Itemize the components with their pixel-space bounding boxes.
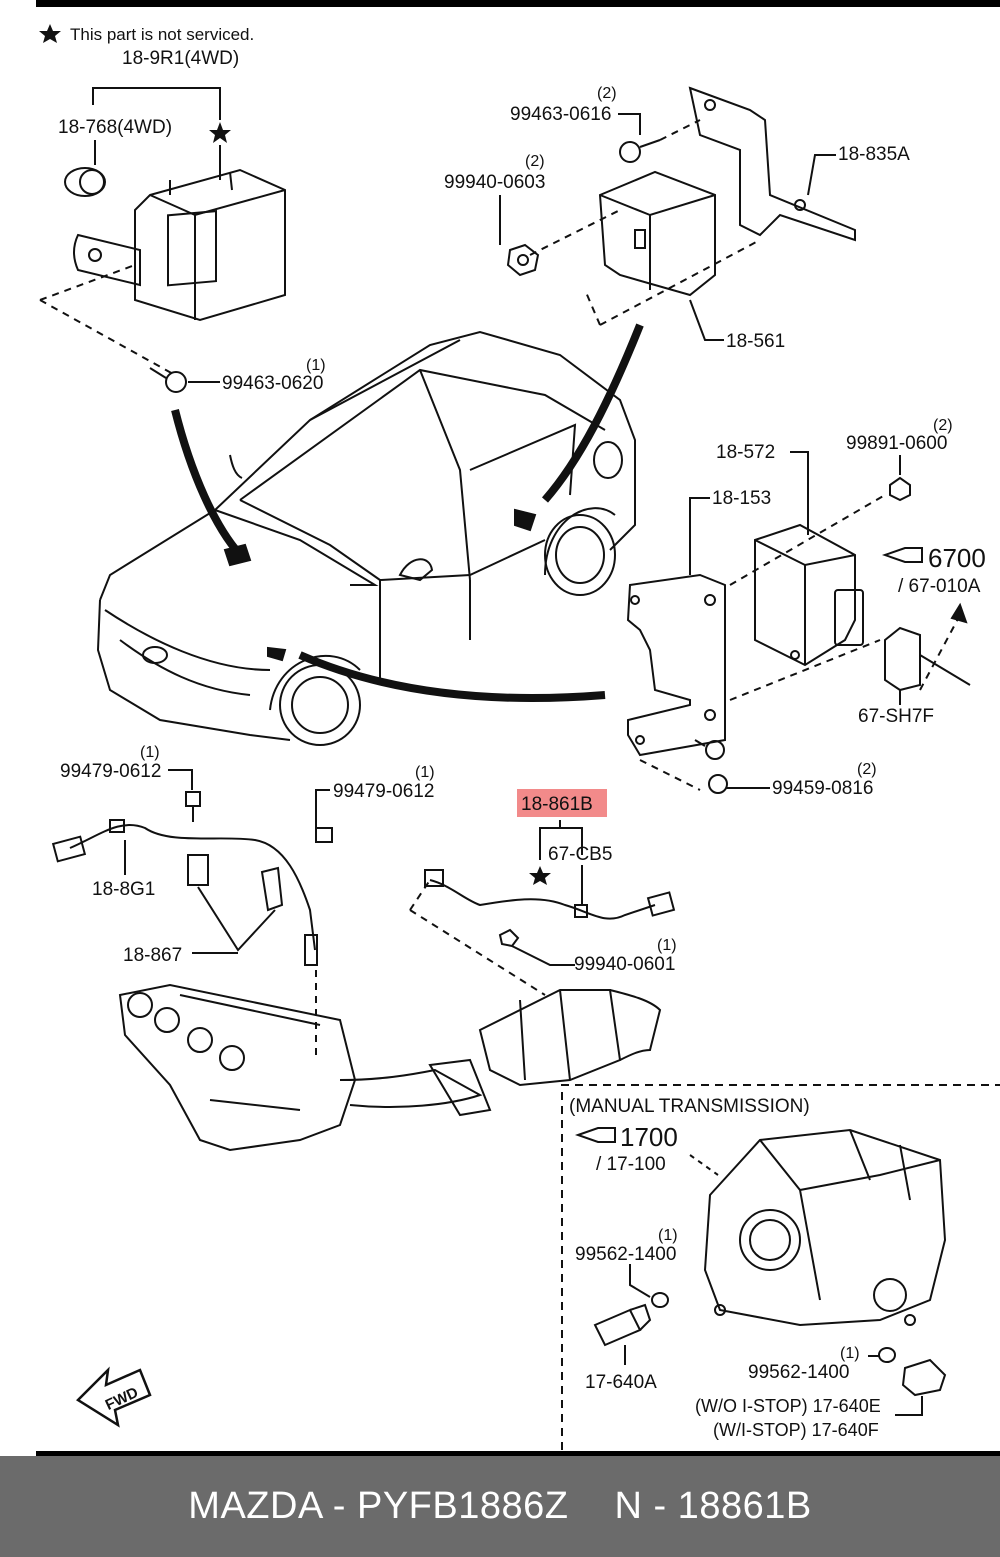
star-legend: This part is not serviced. bbox=[39, 24, 254, 44]
manual-transmission-section: (MANUAL TRANSMISSION) 1700 / 17-100 bbox=[561, 1084, 1000, 1450]
qty-99479-0612-b: (1) bbox=[415, 764, 435, 781]
control-module-group: (2) 99463-0616 (2) 99940-0603 18-835A 18… bbox=[444, 85, 910, 352]
star-icon bbox=[39, 24, 61, 43]
label-67-SH7F: 67-SH7F bbox=[858, 706, 934, 727]
star-icon bbox=[529, 866, 551, 885]
qty-99562-1400-a: (1) bbox=[658, 1227, 678, 1244]
exhaust-assembly bbox=[118, 983, 662, 1152]
ref-1700: 1700 bbox=[620, 1122, 678, 1152]
label-18-861B: 18-861B bbox=[521, 794, 593, 815]
ref-67-010A: / 67-010A bbox=[898, 576, 981, 597]
label-18-835A: 18-835A bbox=[838, 144, 910, 165]
label-18-768: 18-768(4WD) bbox=[58, 117, 172, 138]
label-99562-1400-a: 99562-1400 bbox=[575, 1244, 676, 1265]
label-67-CB5: 67-CB5 bbox=[548, 844, 612, 865]
label-99463-0616: 99463-0616 bbox=[510, 104, 611, 125]
label-17-640E: (W/O I-STOP) 17-640E bbox=[695, 1396, 881, 1416]
footer-reference: N - 18861B bbox=[614, 1485, 812, 1527]
label-17-640F: (W/I-STOP) 17-640F bbox=[713, 1420, 879, 1440]
qty-99463-0616: (2) bbox=[597, 85, 617, 102]
top-border bbox=[36, 0, 1000, 7]
qty-99562-1400-b: (1) bbox=[840, 1345, 860, 1362]
qty-99940-0603: (2) bbox=[525, 153, 545, 170]
module-18-572-group: 18-572 (2) 99891-0600 18-153 67-SH7F bbox=[626, 417, 971, 791]
fwd-arrow-icon: FWD bbox=[76, 1366, 152, 1428]
label-18-572: 18-572 bbox=[716, 442, 775, 463]
star-note: This part is not serviced. bbox=[70, 25, 254, 44]
footer-bar: MAZDA - PYFB1886Z N - 18861B bbox=[0, 1456, 1000, 1557]
module-18-572 bbox=[754, 523, 856, 667]
label-99463-0620: 99463-0620 bbox=[222, 373, 323, 394]
label-18-153: 18-153 bbox=[712, 488, 771, 509]
transmission-case bbox=[703, 1128, 947, 1327]
bracket-18-835A bbox=[688, 86, 856, 242]
fwd-label: FWD bbox=[103, 1384, 141, 1414]
label-18-867: 18-867 bbox=[123, 945, 182, 966]
label-99891-0600: 99891-0600 bbox=[846, 433, 947, 454]
label-99940-0601: 99940-0601 bbox=[574, 954, 675, 975]
label-18-561: 18-561 bbox=[726, 331, 785, 352]
label-99459-0816: 99459-0816 bbox=[772, 778, 873, 799]
catalytic-converter bbox=[478, 989, 622, 1087]
oxygen-sensor-group: (1) 99479-0612 (1) 99479-0612 18-8G1 18-… bbox=[51, 744, 435, 1060]
footer-part-number: MAZDA - PYFB1886Z bbox=[188, 1485, 569, 1527]
vehicle-illustration bbox=[96, 330, 636, 746]
label-18-8G1: 18-8G1 bbox=[92, 879, 155, 900]
label-99479-0612-a: 99479-0612 bbox=[60, 761, 161, 782]
harness-18-8G1 bbox=[69, 823, 316, 951]
bottom-border bbox=[36, 1451, 1000, 1456]
awd-control-module bbox=[134, 168, 286, 322]
switch-17-640E-F bbox=[901, 1358, 947, 1397]
label-17-640A: 17-640A bbox=[585, 1372, 657, 1393]
pointing-hand-icon bbox=[574, 1127, 616, 1143]
label-99479-0612-b: 99479-0612 bbox=[333, 781, 434, 802]
target-part-group: 18-861B 67-CB5 (1) 99940-0601 bbox=[409, 789, 677, 996]
reference-6700: 6700 / 67-010A bbox=[881, 543, 986, 597]
switch-17-640A bbox=[593, 1308, 642, 1347]
qty-99891-0600: (2) bbox=[933, 417, 953, 434]
awd-module-group: 18-9R1(4WD) 18-768(4WD) bbox=[39, 48, 286, 393]
qty-99940-0601: (1) bbox=[657, 937, 677, 954]
ref-17-100: / 17-100 bbox=[596, 1154, 666, 1175]
bracket-18-153 bbox=[626, 573, 726, 757]
star-icon bbox=[209, 122, 231, 143]
label-99562-1400-b: 99562-1400 bbox=[748, 1362, 849, 1383]
connector-67-SH7F bbox=[884, 626, 921, 692]
module-18-561 bbox=[598, 170, 716, 297]
ref-6700: 6700 bbox=[928, 543, 986, 573]
label-18-9R1: 18-9R1(4WD) bbox=[122, 48, 239, 69]
qty-99463-0620: (1) bbox=[306, 357, 326, 374]
label-99940-0603: 99940-0603 bbox=[444, 172, 545, 193]
rear-wheel bbox=[544, 514, 616, 596]
highlight-box bbox=[517, 789, 607, 817]
sensor-18-861B bbox=[429, 879, 656, 920]
qty-99459-0816: (2) bbox=[857, 761, 877, 778]
manual-transmission-title: (MANUAL TRANSMISSION) bbox=[569, 1096, 810, 1117]
front-wheel bbox=[279, 664, 361, 746]
qty-99479-0612-a: (1) bbox=[140, 744, 160, 761]
parts-diagram: This part is not serviced. 18-9R1(4WD) 1… bbox=[39, 24, 1000, 1450]
pointing-hand-icon bbox=[881, 547, 923, 563]
